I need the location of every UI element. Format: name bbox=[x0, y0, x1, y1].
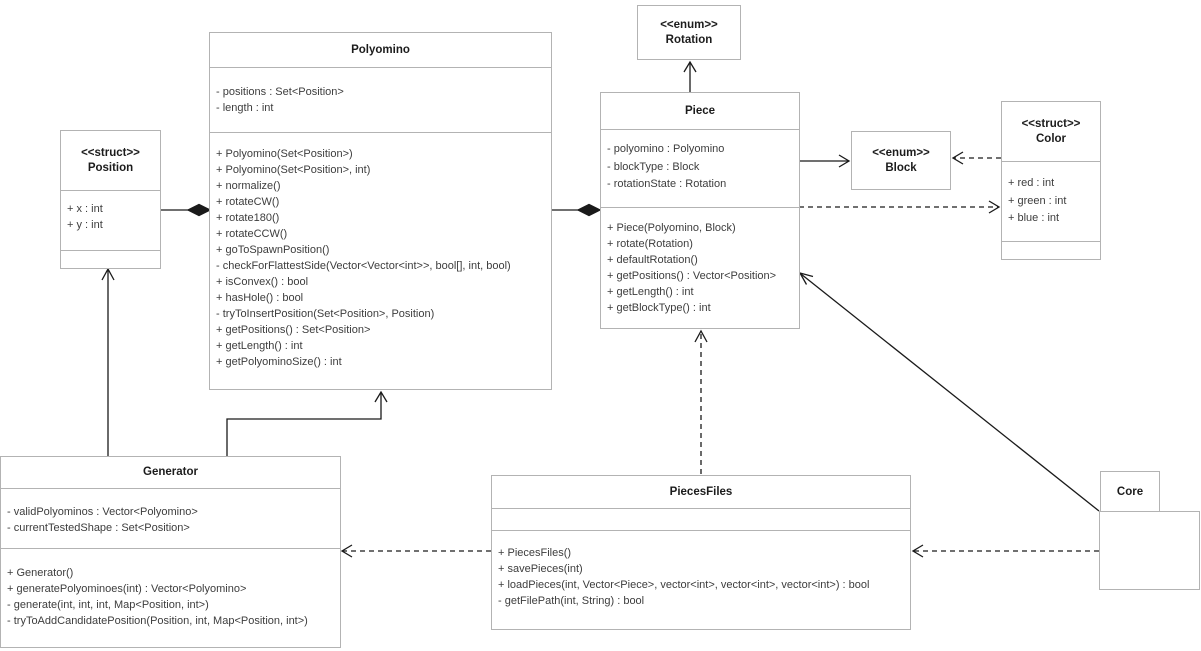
class-color-title: <<struct>> Color bbox=[1002, 102, 1100, 162]
class-block-title: <<enum>> Block bbox=[852, 132, 950, 189]
method: + loadPieces(int, Vector<Piece>, vector<… bbox=[498, 579, 870, 591]
method: + isConvex() : bool bbox=[216, 276, 309, 288]
method: + getPositions() : Vector<Position> bbox=[607, 270, 777, 282]
class-color[interactable]: <<struct>> Color + red : int + green : i… bbox=[1001, 101, 1101, 260]
edge-piece-polyomino-composition bbox=[551, 203, 602, 217]
class-generator-title: Generator bbox=[1, 457, 340, 489]
rotation-name: Rotation bbox=[665, 33, 713, 46]
method: + defaultRotation() bbox=[607, 254, 698, 266]
method: + savePieces(int) bbox=[498, 563, 583, 575]
method: + rotateCCW() bbox=[216, 228, 288, 240]
method: + getPositions() : Set<Position> bbox=[216, 324, 371, 336]
edge-core-piece-association bbox=[798, 271, 1100, 512]
edge-polyomino-position-composition bbox=[160, 203, 212, 217]
edge-piece-block-association bbox=[799, 154, 851, 168]
core-name: Core bbox=[1116, 485, 1144, 498]
method: + normalize() bbox=[216, 180, 281, 192]
edge-color-block-dependency bbox=[951, 151, 1001, 165]
method: + rotate(Rotation) bbox=[607, 238, 693, 250]
class-piece[interactable]: Piece - polyomino : Polyomino - blockTyp… bbox=[600, 92, 800, 329]
class-position[interactable]: <<struct>> Position + x : int + y : int bbox=[60, 130, 161, 269]
method: + Polyomino(Set<Position>, int) bbox=[216, 164, 371, 176]
edge-generator-position-association bbox=[101, 267, 115, 456]
method: + getLength() : int bbox=[216, 340, 303, 352]
class-position-methods bbox=[61, 250, 160, 268]
class-position-title: <<struct>> Position bbox=[61, 131, 160, 191]
method: + rotateCW() bbox=[216, 196, 280, 208]
method: + getBlockType() : int bbox=[607, 302, 711, 314]
class-rotation[interactable]: <<enum>> Rotation bbox=[637, 5, 741, 60]
class-generator-methods: + Generator() + generatePolyominoes(int)… bbox=[1, 548, 340, 645]
attribute: - polyomino : Polyomino bbox=[607, 143, 725, 155]
attribute: + blue : int bbox=[1008, 212, 1060, 224]
class-piece-title: Piece bbox=[601, 93, 799, 130]
attribute: + green : int bbox=[1008, 194, 1067, 207]
core-package-tab: Core bbox=[1100, 471, 1160, 512]
method: + Generator() bbox=[7, 567, 74, 579]
position-name: Position bbox=[87, 161, 134, 174]
class-piecesfiles-attributes bbox=[492, 509, 910, 530]
class-color-attributes: + red : int + green : int + blue : int bbox=[1002, 162, 1100, 241]
class-piecesfiles-methods: + PiecesFiles() + savePieces(int) + load… bbox=[492, 530, 910, 628]
class-position-attributes: + x : int + y : int bbox=[61, 191, 160, 250]
attribute: + red : int bbox=[1008, 177, 1055, 189]
position-stereotype: <<struct>> bbox=[81, 146, 140, 159]
generator-name: Generator bbox=[143, 466, 198, 478]
class-block[interactable]: <<enum>> Block bbox=[851, 131, 951, 190]
rotation-stereotype: <<enum>> bbox=[660, 18, 718, 31]
piecesfiles-name: PiecesFiles bbox=[669, 485, 733, 498]
class-color-methods bbox=[1002, 241, 1100, 257]
method: + generatePolyominoes(int) : Vector<Poly… bbox=[7, 583, 247, 595]
method: - generate(int, int, int, Map<Position, … bbox=[7, 599, 209, 611]
class-generator-attributes: - validPolyominos : Vector<Polyomino> - … bbox=[1, 489, 340, 548]
method: + getPolyominoSize() : int bbox=[216, 356, 342, 368]
piece-name: Piece bbox=[684, 104, 716, 117]
class-polyomino-methods: + Polyomino(Set<Position>) + Polyomino(S… bbox=[210, 132, 551, 389]
core-package-body bbox=[1099, 511, 1200, 590]
class-piece-methods: + Piece(Polyomino, Block) + rotate(Rotat… bbox=[601, 207, 799, 328]
method: - tryToAddCandidatePosition(Position, in… bbox=[7, 615, 308, 627]
method: + hasHole() : bool bbox=[216, 292, 304, 304]
class-rotation-title: <<enum>> Rotation bbox=[638, 6, 740, 59]
method: + goToSpawnPosition() bbox=[216, 244, 330, 256]
method: - tryToInsertPosition(Set<Position>, Pos… bbox=[216, 308, 435, 320]
color-name: Color bbox=[1035, 132, 1067, 145]
attribute: - length : int bbox=[216, 102, 274, 114]
attribute: + x : int bbox=[67, 203, 103, 215]
class-piece-attributes: - polyomino : Polyomino - blockType : Bl… bbox=[601, 130, 799, 207]
attribute: - rotationState : Rotation bbox=[607, 178, 727, 190]
polyomino-name: Polyomino bbox=[351, 43, 410, 56]
class-piecesfiles-title: PiecesFiles bbox=[492, 476, 910, 509]
block-stereotype: <<enum>> bbox=[872, 146, 930, 159]
edge-piece-rotation-association bbox=[683, 60, 697, 92]
class-polyomino-title: Polyomino bbox=[210, 33, 551, 68]
edge-core-piecesfiles-dependency bbox=[911, 544, 1099, 558]
class-piecesfiles[interactable]: PiecesFiles + PiecesFiles() + savePieces… bbox=[491, 475, 911, 630]
class-polyomino[interactable]: Polyomino - positions : Set<Position> - … bbox=[209, 32, 552, 390]
block-name: Block bbox=[885, 161, 917, 174]
attribute: - positions : Set<Position> bbox=[216, 86, 344, 98]
method: - checkForFlattestSide(Vector<Vector<int… bbox=[216, 260, 511, 272]
method: + Polyomino(Set<Position>) bbox=[216, 148, 353, 160]
method: + PiecesFiles() bbox=[498, 547, 572, 559]
color-stereotype: <<struct>> bbox=[1021, 117, 1081, 130]
method: + getLength() : int bbox=[607, 286, 694, 298]
edge-piece-color-dependency bbox=[799, 200, 1001, 214]
edge-piecesfiles-generator-dependency bbox=[340, 544, 491, 558]
attribute: - validPolyominos : Vector<Polyomino> bbox=[7, 506, 198, 518]
edge-generator-polyomino-association bbox=[226, 390, 388, 456]
attribute: + y : int bbox=[67, 219, 103, 231]
method: + Piece(Polyomino, Block) bbox=[607, 222, 736, 234]
method: + rotate180() bbox=[216, 212, 280, 224]
attribute: - blockType : Block bbox=[607, 160, 700, 173]
attribute: - currentTestedShape : Set<Position> bbox=[7, 522, 190, 534]
class-generator[interactable]: Generator - validPolyominos : Vector<Pol… bbox=[0, 456, 341, 648]
class-polyomino-attributes: - positions : Set<Position> - length : i… bbox=[210, 68, 551, 132]
edge-piecesfiles-piece-dependency bbox=[694, 329, 708, 474]
method: - getFilePath(int, String) : bool bbox=[498, 595, 645, 607]
